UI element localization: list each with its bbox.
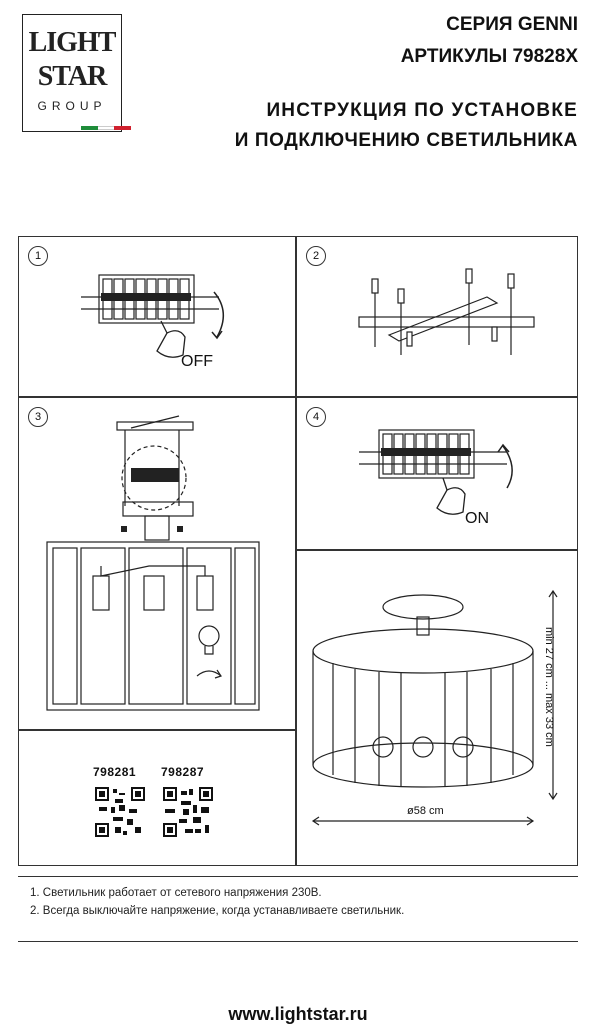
step-2-panel: 2 <box>296 236 578 397</box>
step-1-panel: 1 OFF <box>18 236 296 397</box>
step-4-panel: 4 ON <box>296 397 578 550</box>
website-link[interactable]: www.lightstar.ru <box>228 1004 368 1024</box>
note-item: 1. Светильник работает от сетевого напря… <box>30 887 322 899</box>
qr-code-icon[interactable] <box>163 787 213 837</box>
logo-text-star: STAR <box>37 61 108 92</box>
wiring-connection-icon <box>46 415 260 711</box>
step-number: 3 <box>28 407 48 427</box>
step-3-panel: 3 <box>18 397 296 730</box>
series-title: СЕРИЯ GENNI <box>446 14 578 35</box>
instruction-title-line2: И ПОДКЛЮЧЕНИЮ СВЕТИЛЬНИКА <box>234 130 578 151</box>
circuit-breaker-off-icon <box>81 274 224 358</box>
qr-code-icon[interactable] <box>95 787 145 837</box>
lamp-dimension-drawing <box>311 589 558 826</box>
height-dimension: min 27 cm ... max 33 cm <box>543 627 555 747</box>
note-item: 2. Всегда выключайте напряжение, когда у… <box>30 905 405 917</box>
instruction-title-line1: ИНСТРУКЦИЯ ПО УСТАНОВКЕ <box>266 100 578 121</box>
article-code: 798281 <box>93 765 137 779</box>
logo-text-group: GROUP <box>37 99 107 113</box>
article-code: 798287 <box>161 765 205 779</box>
articles-panel: 798281 798287 <box>18 730 296 866</box>
mounting-bracket-icon <box>358 268 535 355</box>
step-number: 1 <box>28 246 48 266</box>
step-number: 2 <box>306 246 326 266</box>
diameter-dimension: ø58 cm <box>407 805 444 817</box>
dimensions-panel: min 27 cm ... max 33 cm ø58 cm <box>296 550 578 866</box>
articles-title: АРТИКУЛЫ 79828X <box>400 46 578 67</box>
circuit-breaker-on-icon <box>359 429 513 515</box>
off-label: OFF <box>181 353 213 370</box>
notes-section: 1. Светильник работает от сетевого напря… <box>18 876 578 942</box>
step-number: 4 <box>306 407 326 427</box>
brand-logo: LIGHT STAR GROUP <box>22 14 132 132</box>
logo-text-light: LIGHT <box>28 27 117 58</box>
italian-flag-icon <box>81 126 132 130</box>
on-label: ON <box>465 510 489 527</box>
